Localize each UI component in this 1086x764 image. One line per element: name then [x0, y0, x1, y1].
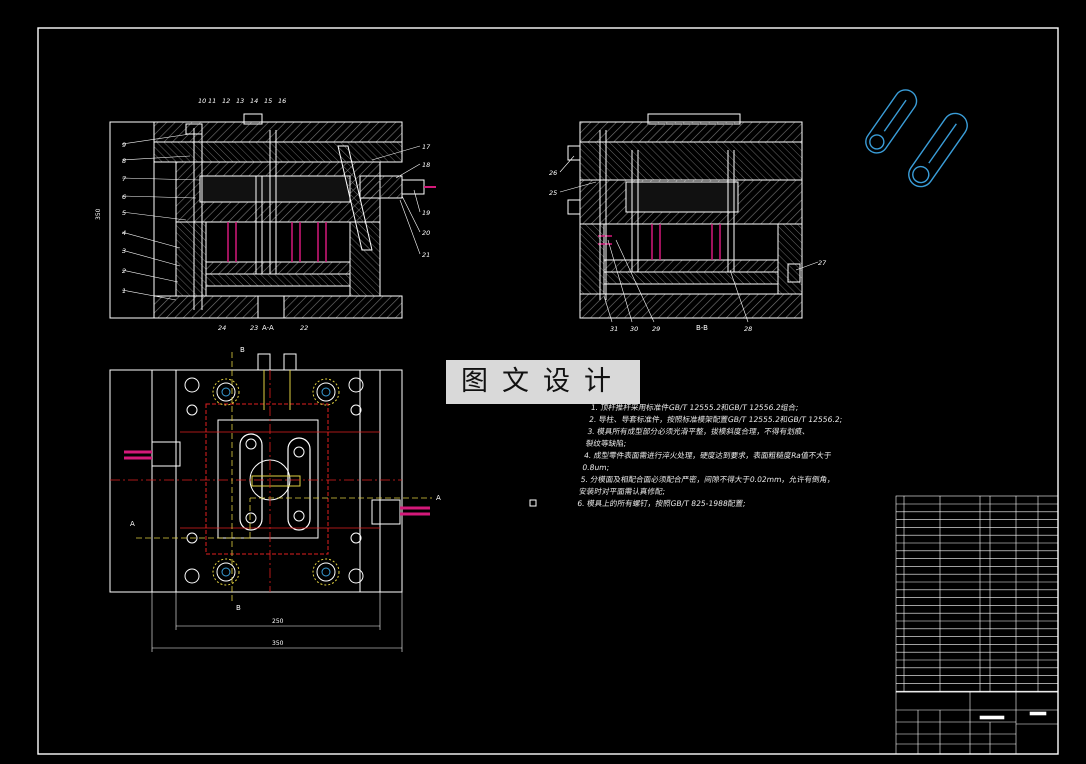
- balloon-13: 13: [236, 97, 244, 105]
- balloon-28: 28: [744, 325, 752, 333]
- balloon-12: 12: [222, 97, 230, 105]
- note-2: 2. 导柱、导套标准件，按照标准模架配置GB/T 12555.2和GB/T 12…: [588, 415, 843, 424]
- balloons-bb: 25 26 27 28 29 30 31: [549, 169, 827, 333]
- note-3: 3. 模具所有成型部分必须光滑平整，拔模斜度合理，不得有划痕、: [586, 427, 811, 436]
- balloon-23: 23: [250, 324, 258, 332]
- balloon-10: 10: [198, 97, 206, 105]
- balloon-20: 20: [422, 229, 430, 237]
- view-marker-b-top: B: [240, 346, 245, 354]
- balloon-18: 18: [422, 161, 430, 169]
- insertion-marker: [529, 499, 537, 507]
- balloon-1: 1: [122, 287, 126, 295]
- parts-list: [895, 495, 1059, 693]
- dimension-inner-width: 250: [272, 618, 284, 625]
- dimension-height: 350: [95, 208, 102, 220]
- section-view-aa: A-A 350 1 2 3 4 5 6 7 8 9 10 11 12 13 14…: [95, 97, 436, 332]
- balloon-2: 2: [122, 267, 126, 275]
- balloon-16: 16: [278, 97, 286, 105]
- section-label-aa: A-A: [262, 324, 274, 332]
- section-label-bb: B-B: [696, 324, 708, 332]
- note-6: 6. 模具上的所有螺钉，按照GB/T 825-1988配置;: [576, 499, 747, 508]
- dimension-outer-width: 350: [272, 640, 284, 647]
- watermark: 图文设计: [446, 360, 640, 404]
- balloon-22: 22: [300, 324, 308, 332]
- sheet-border: [37, 27, 1059, 755]
- plan-view: A A B B 250 350: [109, 346, 441, 652]
- balloon-17: 17: [422, 143, 431, 151]
- note-5: 5. 分模面及相配合面必须配合严密，间隙不得大于0.02mm，允许有倒角，: [580, 475, 836, 484]
- balloon-29: 29: [652, 325, 660, 333]
- balloon-19: 19: [422, 209, 430, 217]
- note-5-cont: 安装时对平面需认真修配;: [578, 487, 666, 496]
- balloon-26: 26: [549, 169, 557, 177]
- section-view-bb: B-B 25 26 27 28 29 30 31: [549, 113, 827, 333]
- part-preview-icon: [865, 89, 968, 188]
- balloon-24: 24: [218, 324, 226, 332]
- balloon-4: 4: [122, 229, 126, 237]
- balloon-14: 14: [250, 97, 258, 105]
- balloon-27: 27: [818, 259, 827, 267]
- balloon-31: 31: [610, 325, 618, 333]
- balloon-30: 30: [630, 325, 638, 333]
- balloon-25: 25: [549, 189, 557, 197]
- technical-notes: 1. 顶杆推杆采用标准件GB/T 12555.2和GB/T 12556.2组合;…: [576, 402, 843, 510]
- view-marker-b-bottom: B: [236, 604, 241, 612]
- balloon-5: 5: [122, 209, 126, 217]
- note-4-cont: 0.8um;: [581, 463, 610, 472]
- balloon-6: 6: [122, 193, 126, 201]
- balloon-8: 8: [122, 157, 126, 165]
- balloon-3: 3: [122, 247, 126, 255]
- note-1: 1. 顶杆推杆采用标准件GB/T 12555.2和GB/T 12556.2组合;: [590, 403, 800, 412]
- balloon-15: 15: [264, 97, 272, 105]
- title-block: [895, 691, 1059, 755]
- note-3-cont: 裂纹等缺陷;: [585, 439, 627, 448]
- view-marker-a-left: A: [130, 520, 135, 528]
- balloons-aa: 1 2 3 4 5 6 7 8 9 10 11 12 13 14 15 16 1…: [122, 97, 431, 332]
- note-4: 4. 成型零件表面需进行淬火处理，硬度达到要求，表面粗糙度Ra值不大于: [583, 451, 832, 460]
- balloon-9: 9: [122, 141, 126, 149]
- balloon-7: 7: [122, 175, 127, 183]
- balloon-21: 21: [422, 251, 430, 259]
- view-marker-a-right: A: [436, 494, 441, 502]
- balloon-11: 11: [208, 97, 216, 105]
